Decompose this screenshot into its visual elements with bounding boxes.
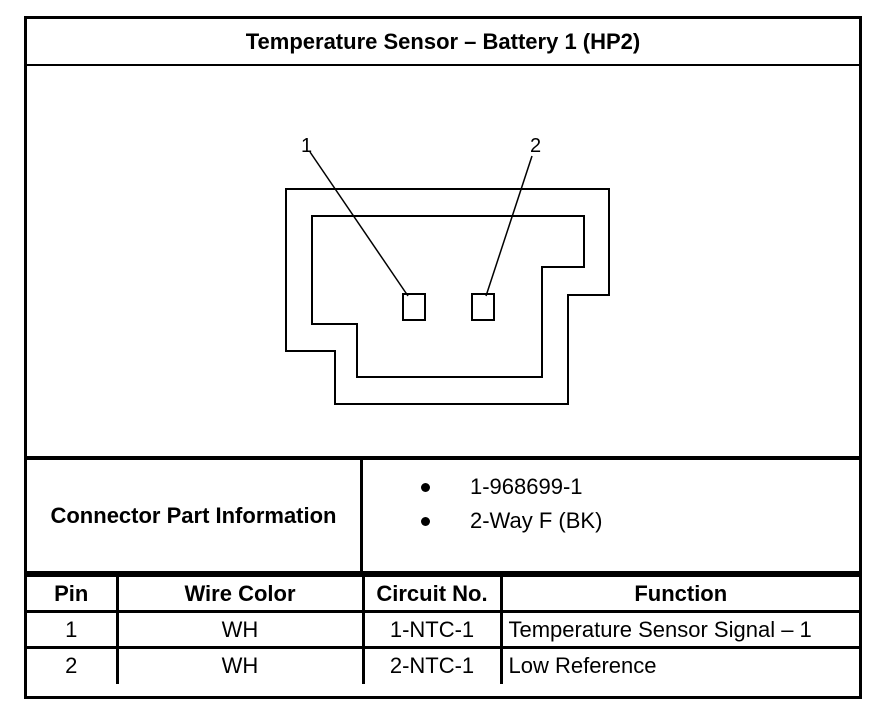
- wire-color-cell: WH: [115, 610, 365, 649]
- connector-face-drawing: 1 2: [285, 135, 610, 405]
- pin-table-header: Pin Wire Color Circuit No. Function: [27, 574, 859, 613]
- leader-line-2: [485, 155, 533, 297]
- connector-housing-outer: [285, 188, 610, 405]
- terminal-1: [402, 293, 426, 321]
- table-row: 2 WH 2-NTC-1 Low Reference: [27, 646, 859, 684]
- connector-part-info-label: Connector Part Information: [27, 460, 363, 571]
- header-function: Function: [499, 574, 859, 613]
- part-number: 1-968699-1: [470, 474, 583, 499]
- wire-color-cell: WH: [115, 646, 365, 684]
- part-description: 2-Way F (BK): [470, 508, 603, 533]
- connector-diagram: 1 2: [27, 66, 859, 456]
- function-cell: Low Reference: [499, 646, 859, 684]
- function-cell: Temperature Sensor Signal – 1: [499, 610, 859, 649]
- leader-line-1: [309, 151, 409, 297]
- bullet-icon: [421, 482, 430, 492]
- circuit-cell: 1-NTC-1: [361, 610, 503, 649]
- terminal-2: [471, 293, 495, 321]
- header-wire-color: Wire Color: [115, 574, 365, 613]
- pin-cell: 1: [27, 610, 119, 649]
- connector-housing-inner: [311, 215, 585, 378]
- connector-title: Temperature Sensor – Battery 1 (HP2): [27, 19, 859, 66]
- pin-table: Pin Wire Color Circuit No. Function 1 WH…: [27, 574, 859, 684]
- header-circuit-no: Circuit No.: [361, 574, 503, 613]
- pin-callout-1: 1: [301, 135, 312, 157]
- bullet-icon: [421, 516, 430, 526]
- part-list-item: 2-Way F (BK): [421, 508, 602, 534]
- part-list-item: 1-968699-1: [421, 474, 583, 500]
- pin-cell: 2: [27, 646, 119, 684]
- connector-card: Temperature Sensor – Battery 1 (HP2) 1 2…: [24, 16, 862, 699]
- table-row: 1 WH 1-NTC-1 Temperature Sensor Signal –…: [27, 610, 859, 649]
- pin-callout-2: 2: [530, 135, 541, 157]
- connector-part-info: Connector Part Information 1-968699-1 2-…: [27, 456, 859, 574]
- connector-part-list: 1-968699-1 2-Way F (BK): [363, 460, 859, 571]
- header-pin: Pin: [27, 574, 119, 613]
- circuit-cell: 2-NTC-1: [361, 646, 503, 684]
